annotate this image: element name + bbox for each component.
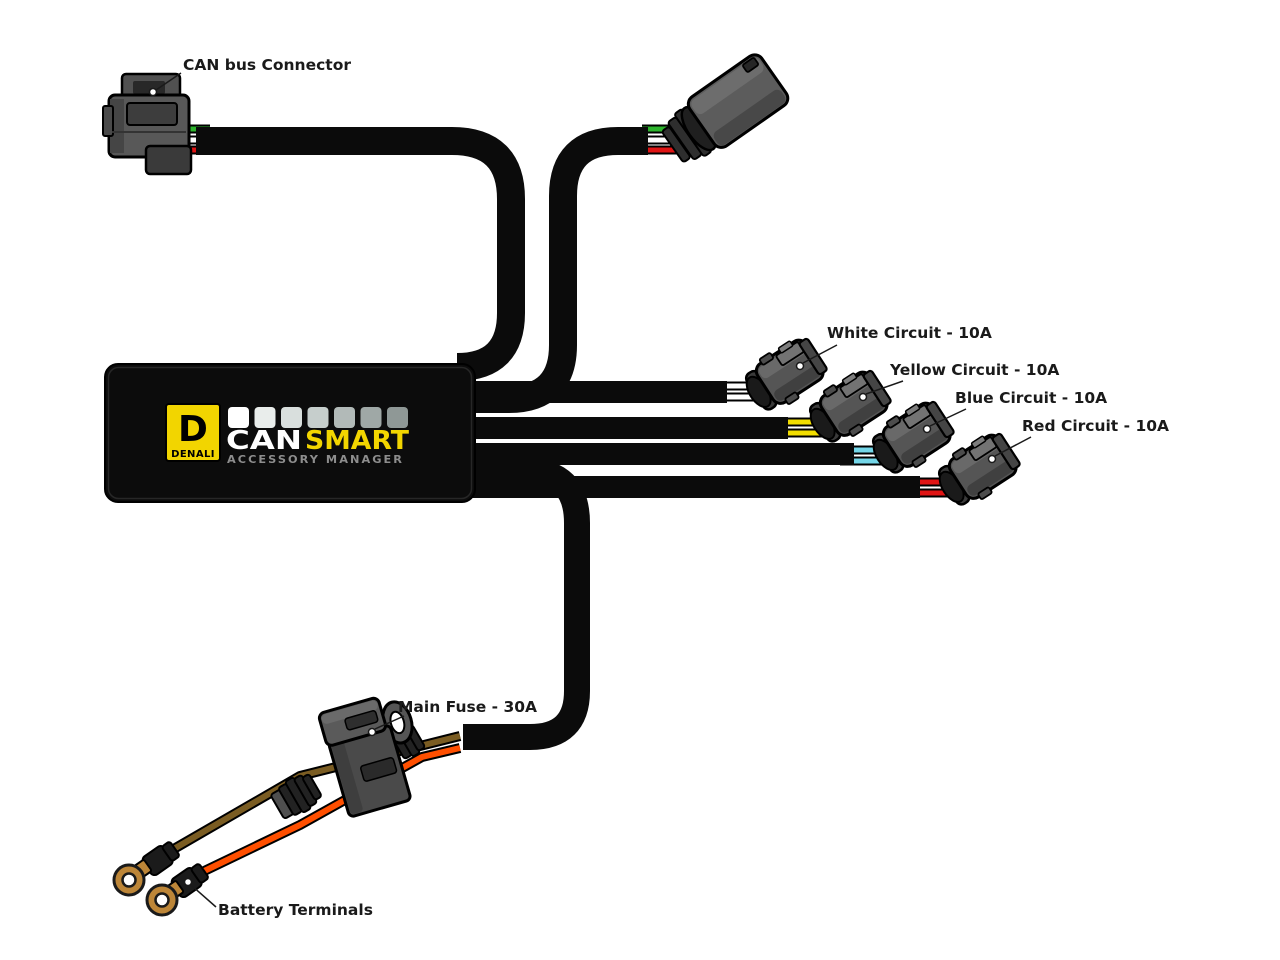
callout-markers bbox=[148, 87, 997, 887]
callout-dot-yellow bbox=[858, 392, 868, 402]
logo-square bbox=[334, 407, 355, 428]
callout-dot-red bbox=[987, 454, 997, 464]
callout-line-yellow bbox=[865, 380, 904, 395]
main-fuse-holder bbox=[270, 696, 426, 820]
accessory-plug-connector bbox=[661, 53, 790, 163]
fuse-body bbox=[317, 696, 414, 818]
logo-square bbox=[387, 407, 408, 428]
label-yellow-circuit: Yellow Circuit - 10A bbox=[889, 361, 1059, 379]
logo-square bbox=[254, 407, 276, 428]
denali-logo-letter: D bbox=[178, 409, 208, 450]
callout-labels: CAN bus Connector White Circuit - 10A Ye… bbox=[183, 56, 1169, 919]
callout-dot-fuse bbox=[367, 727, 377, 737]
fuse-boot-left bbox=[270, 773, 322, 820]
callout-lines bbox=[155, 72, 1032, 908]
logo-text-tagline: ACCESSORY MANAGER bbox=[227, 453, 404, 466]
label-blue-circuit: Blue Circuit - 10A bbox=[955, 389, 1107, 407]
callout-line-white bbox=[802, 344, 838, 364]
can-bus-connector bbox=[102, 72, 193, 176]
battery-leads bbox=[169, 731, 462, 879]
harness-cables bbox=[196, 127, 920, 750]
can-bus-cable bbox=[196, 127, 525, 381]
logo-square bbox=[281, 407, 302, 428]
main-power-cable bbox=[463, 458, 590, 750]
logo-text-smart: SMART bbox=[305, 426, 409, 456]
battery-ring-terminal-1 bbox=[112, 863, 146, 897]
denali-logo: D DENALI bbox=[165, 403, 221, 462]
logo-text-can: CAN bbox=[226, 426, 302, 456]
callout-line-red bbox=[994, 436, 1032, 457]
label-main-fuse: Main Fuse - 30A bbox=[398, 698, 537, 716]
battery-ring-terminal-2 bbox=[145, 883, 179, 917]
label-can-bus-connector: CAN bus Connector bbox=[183, 56, 351, 74]
battery-terminals bbox=[112, 841, 209, 917]
label-white-circuit: White Circuit - 10A bbox=[827, 324, 992, 342]
cansmart-controller-box: D DENALI CAN SMART ACCESSORY MANAGER bbox=[104, 363, 476, 503]
callout-dot-blue bbox=[922, 424, 932, 434]
logo-gradient-squares bbox=[228, 407, 408, 428]
callout-dot-battery bbox=[183, 877, 193, 887]
logo-square bbox=[228, 407, 249, 428]
callout-dot-can bbox=[148, 87, 158, 97]
label-red-circuit: Red Circuit - 10A bbox=[1022, 417, 1169, 435]
callout-line-battery bbox=[190, 884, 217, 908]
callout-line-blue bbox=[929, 408, 967, 427]
denali-logo-brand: DENALI bbox=[171, 449, 215, 460]
callout-line-fuse bbox=[374, 715, 405, 730]
callout-dot-white bbox=[795, 361, 805, 371]
logo-square bbox=[360, 407, 382, 428]
label-battery-terminals: Battery Terminals bbox=[218, 901, 373, 919]
logo-square bbox=[307, 407, 329, 428]
callout-line-can bbox=[155, 72, 182, 91]
